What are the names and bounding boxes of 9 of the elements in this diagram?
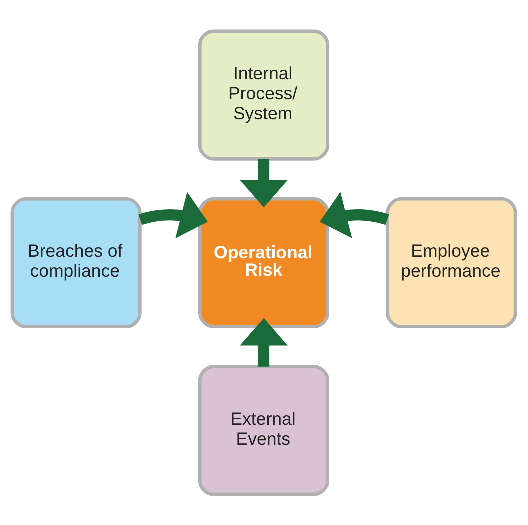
- arrow: [240, 158, 288, 208]
- node-box: External Events: [198, 364, 330, 496]
- node-box: Employee performance: [386, 196, 518, 328]
- node-box: Operational Risk: [198, 196, 330, 328]
- arrow: [320, 192, 390, 238]
- node-box: Breaches of compliance: [10, 196, 142, 328]
- node-box: Internal Process/ System: [198, 29, 330, 160]
- arrow: [240, 318, 288, 366]
- arrow: [138, 192, 208, 238]
